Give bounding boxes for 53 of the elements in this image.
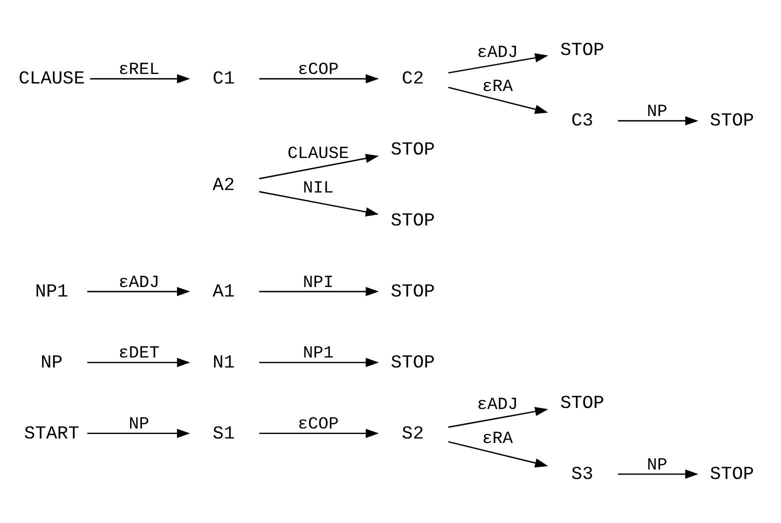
edge-label: εADJ [477, 395, 518, 414]
arrow [448, 440, 548, 467]
node-text: STOP [710, 463, 754, 484]
edge-label: εDET [118, 344, 160, 364]
arrow [259, 74, 379, 83]
arrow [259, 357, 379, 367]
edge-label: NP [646, 102, 668, 122]
edge-label: CLAUSE [288, 144, 349, 164]
node-text: S2 [402, 422, 424, 444]
edge-label: NPI [302, 273, 334, 292]
edge-label: εADJ [477, 43, 518, 62]
node-text: C1 [212, 68, 235, 90]
node-text: C3 [571, 110, 594, 132]
arrow [448, 52, 548, 74]
node-text: CLAUSE [18, 68, 85, 90]
arrow [448, 86, 548, 114]
arrow [259, 190, 379, 216]
node-text: START [24, 422, 80, 444]
node-text: NP [40, 352, 63, 373]
node-text: S1 [212, 422, 235, 444]
node-text: STOP [390, 280, 435, 302]
arrow [90, 74, 190, 83]
arrow [618, 116, 698, 125]
edge-label: εRA [482, 78, 513, 97]
node-text: STOP [560, 392, 604, 414]
edge-label: εCOP [298, 415, 339, 434]
arrow [448, 406, 548, 428]
arrow [259, 428, 379, 438]
edge-label: εADJ [118, 273, 160, 292]
node-text: STOP [560, 39, 604, 60]
arrow [259, 286, 379, 296]
node-text: STOP [390, 210, 435, 231]
edge-label: NP1 [302, 344, 334, 364]
arrow [87, 286, 190, 296]
node-text: STOP [710, 110, 754, 132]
edge-label: NP [128, 415, 150, 434]
edge-label: εRA [482, 430, 513, 449]
node-text: C2 [402, 68, 424, 90]
node-text: N1 [212, 352, 235, 373]
arrow [87, 428, 190, 438]
node-text: NP1 [35, 280, 68, 302]
node-text: STOP [390, 352, 435, 373]
edge-label: NP [646, 456, 668, 475]
arrow [259, 153, 379, 179]
edge-label: εREL [118, 60, 160, 80]
arrow [87, 357, 190, 367]
edge-label: εCOP [298, 60, 339, 80]
node-text: A2 [212, 174, 235, 196]
node-text: A1 [212, 280, 235, 302]
edge-label: NIL [302, 178, 334, 198]
node-text: S3 [571, 463, 594, 484]
node-text: STOP [390, 139, 435, 160]
arrow [618, 469, 698, 478]
